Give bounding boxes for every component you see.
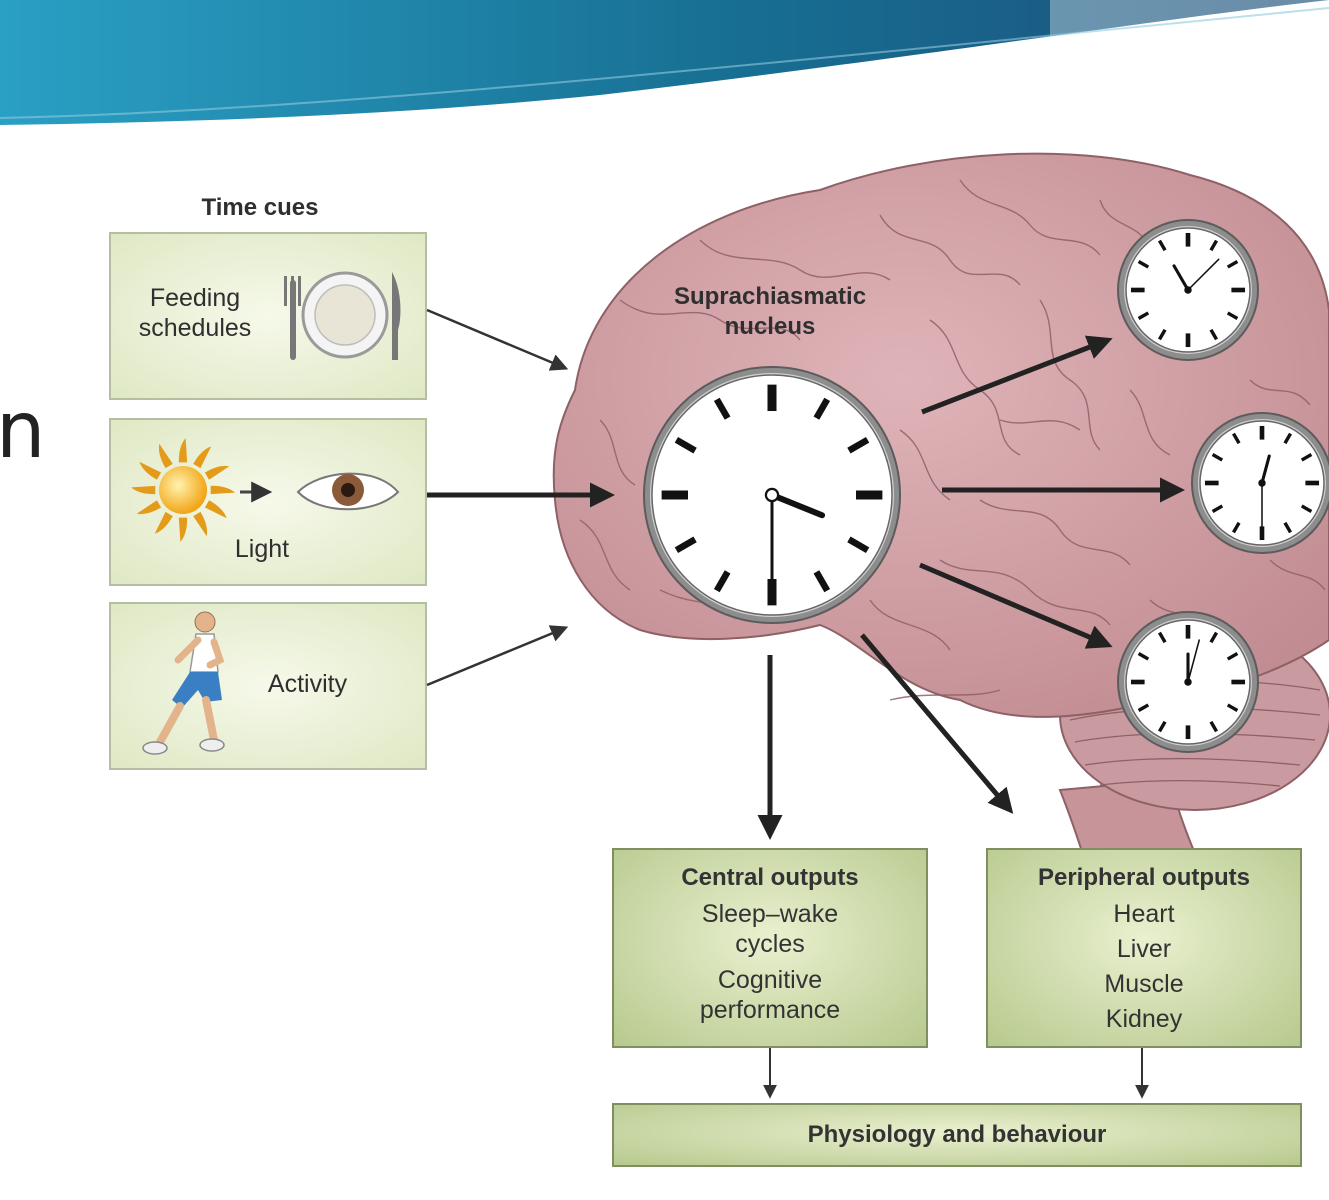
scn-label-line1: Suprachiasmatic — [673, 283, 867, 310]
peripheral-output-line: Kidney — [1105, 1005, 1183, 1033]
peripheral-output-line: Muscle — [1104, 970, 1184, 998]
scn-clock — [643, 366, 901, 624]
arrow-to-peripheral — [860, 633, 1014, 814]
peripheral-clock-3 — [1117, 611, 1259, 753]
sun-icon — [131, 438, 235, 542]
plate-fork-knife-icon — [284, 271, 401, 360]
central-outputs-title: Central outputs — [681, 864, 859, 891]
slide-text-fragment: n — [0, 386, 46, 476]
eye-icon — [296, 472, 400, 511]
feeding-label-line2: schedules — [138, 314, 252, 342]
feeding-label-line1: Feeding — [149, 284, 241, 312]
activity-label: Activity — [267, 670, 348, 698]
activity-arrow — [426, 625, 569, 687]
central-outputs-box: Central outputs Sleep–wake cycles Cognit… — [612, 848, 928, 1048]
central-output-line: Sleep–wake — [701, 900, 839, 928]
physiology-behaviour-label: Physiology and behaviour — [807, 1121, 1107, 1148]
time-cues-title: Time cues — [201, 194, 319, 221]
central-output-line: cycles — [735, 930, 805, 958]
scn-label-line2: nucleus — [724, 313, 816, 340]
arrow-to-clock-1 — [921, 335, 1113, 415]
light-label: Light — [234, 535, 290, 563]
slide-header-banner — [0, 0, 1329, 125]
peripheral-clock-1 — [1117, 219, 1259, 361]
peripheral-outputs-box: Peripheral outputs Heart Liver Muscle Ki… — [986, 848, 1302, 1048]
central-output-line: performance — [699, 996, 841, 1024]
runner-icon — [142, 611, 225, 755]
physiology-behaviour-box: Physiology and behaviour — [612, 1103, 1302, 1167]
peripheral-outputs-title: Peripheral outputs — [1037, 864, 1251, 891]
peripheral-clock-2 — [1191, 412, 1329, 554]
peripheral-output-line: Liver — [1116, 935, 1172, 963]
central-output-line: Cognitive — [717, 966, 823, 994]
peripheral-output-line: Heart — [1113, 900, 1175, 928]
feeding-arrow — [426, 308, 569, 371]
arrow-to-clock-3 — [919, 562, 1113, 649]
